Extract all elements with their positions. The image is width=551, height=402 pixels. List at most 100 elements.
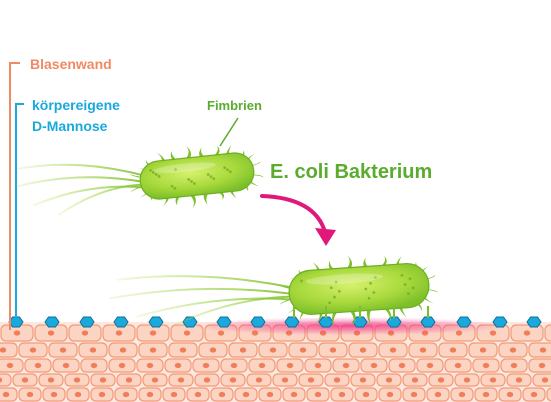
- cell-nucleus: [174, 362, 182, 369]
- flagellum: [136, 297, 295, 318]
- cell-nucleus: [333, 377, 341, 383]
- hexagon-icon: [352, 316, 368, 328]
- hexagon-icon: [250, 316, 266, 328]
- fimbria: [249, 161, 260, 166]
- cell-nucleus: [13, 330, 21, 336]
- cell-nucleus: [122, 391, 130, 398]
- d-mannose-bracket: [15, 103, 24, 318]
- cell-nucleus: [170, 391, 178, 398]
- cell-nucleus: [218, 391, 226, 398]
- cell-nucleus: [179, 347, 187, 353]
- fimbria: [199, 147, 204, 157]
- hexagon-icon: [456, 316, 472, 328]
- body-speckle: [190, 180, 193, 183]
- body-speckle: [154, 173, 158, 176]
- cell-nucleus: [146, 391, 154, 398]
- fimbria: [363, 257, 368, 267]
- cell-nucleus: [370, 362, 378, 369]
- fimbria: [213, 145, 220, 157]
- cell-nucleus: [359, 377, 367, 383]
- cell-nucleus: [385, 377, 393, 383]
- epithelial-cell: [546, 387, 551, 402]
- body-speckle: [170, 184, 174, 188]
- cell-nucleus: [458, 391, 466, 398]
- fimbria: [170, 151, 178, 161]
- cell-nucleus: [258, 362, 266, 369]
- cell-nucleus: [183, 330, 191, 336]
- cell-nucleus: [398, 362, 406, 369]
- cell-nucleus: [307, 377, 315, 383]
- cell-nucleus: [359, 347, 367, 353]
- cell-nucleus: [538, 362, 546, 369]
- body-speckle: [151, 170, 155, 174]
- cell-nucleus: [386, 391, 394, 398]
- cell-nucleus: [269, 347, 277, 353]
- body-speckle: [367, 296, 371, 300]
- cell-nucleus: [119, 347, 127, 353]
- hexagon-icon: [284, 316, 300, 328]
- cell-nucleus: [34, 362, 42, 369]
- body-speckle: [403, 283, 407, 286]
- fimbria: [185, 146, 191, 159]
- cell-nucleus: [426, 362, 434, 369]
- flagellum: [109, 287, 293, 300]
- hexagon-icon: [318, 316, 334, 328]
- flagellum: [13, 176, 144, 189]
- cell-nucleus: [229, 377, 237, 383]
- cell-nucleus: [419, 347, 427, 353]
- epithelial-cell: [544, 324, 551, 342]
- cell-nucleus: [89, 347, 97, 353]
- hexagon-icon: [420, 316, 436, 328]
- cell-nucleus: [118, 362, 126, 369]
- fimbria: [424, 275, 435, 280]
- cell-nucleus: [2, 391, 10, 398]
- fimbria: [328, 260, 335, 271]
- fimbria: [380, 255, 387, 267]
- cell-nucleus: [59, 347, 67, 353]
- bacterium-label: E. coli Bakterium: [270, 161, 432, 183]
- hexagon-icon: [386, 316, 402, 328]
- body-speckle: [374, 276, 377, 279]
- fimbriae-label: Fimbrien: [207, 98, 262, 113]
- cell-nucleus: [242, 391, 250, 398]
- fimbria: [347, 255, 352, 268]
- cell-nucleus: [411, 377, 419, 383]
- body-speckle: [212, 177, 216, 181]
- cell-nucleus: [125, 377, 133, 383]
- cell-nucleus: [489, 330, 497, 336]
- body-speckle: [372, 291, 376, 294]
- hexagon-icon: [113, 316, 129, 328]
- cell-nucleus: [463, 377, 471, 383]
- cell-nucleus: [506, 391, 514, 398]
- body-speckle: [411, 286, 415, 290]
- cell-nucleus: [194, 391, 202, 398]
- fimbria: [203, 193, 208, 205]
- bacterium-icon: [109, 255, 438, 328]
- body-speckle: [369, 281, 373, 285]
- bladder-wall-bracket: [9, 62, 20, 330]
- cell-nucleus: [0, 347, 7, 353]
- cell-nucleus: [389, 347, 397, 353]
- cell-nucleus: [437, 377, 445, 383]
- cell-nucleus: [523, 330, 531, 336]
- fimbria: [350, 311, 356, 327]
- cell-nucleus: [0, 377, 3, 383]
- cell-nucleus: [479, 347, 487, 353]
- fimbriae-pointer-line: [219, 117, 239, 147]
- fimbria: [331, 311, 338, 327]
- hexagon-icon: [8, 316, 24, 328]
- body-speckle: [328, 301, 332, 305]
- hexagon-icon: [148, 316, 164, 328]
- body-speckle: [300, 279, 303, 283]
- cell-nucleus: [314, 391, 322, 398]
- bladder-wall-tissue: [0, 322, 551, 402]
- d-mannose-label-line1: körpereigene: [32, 97, 120, 113]
- cell-nucleus: [329, 347, 337, 353]
- cell-nucleus: [510, 362, 518, 369]
- cell-nucleus: [530, 391, 538, 398]
- cell-nucleus: [202, 362, 210, 369]
- body-speckle: [173, 186, 177, 190]
- cell-nucleus: [482, 391, 490, 398]
- cell-nucleus: [255, 377, 263, 383]
